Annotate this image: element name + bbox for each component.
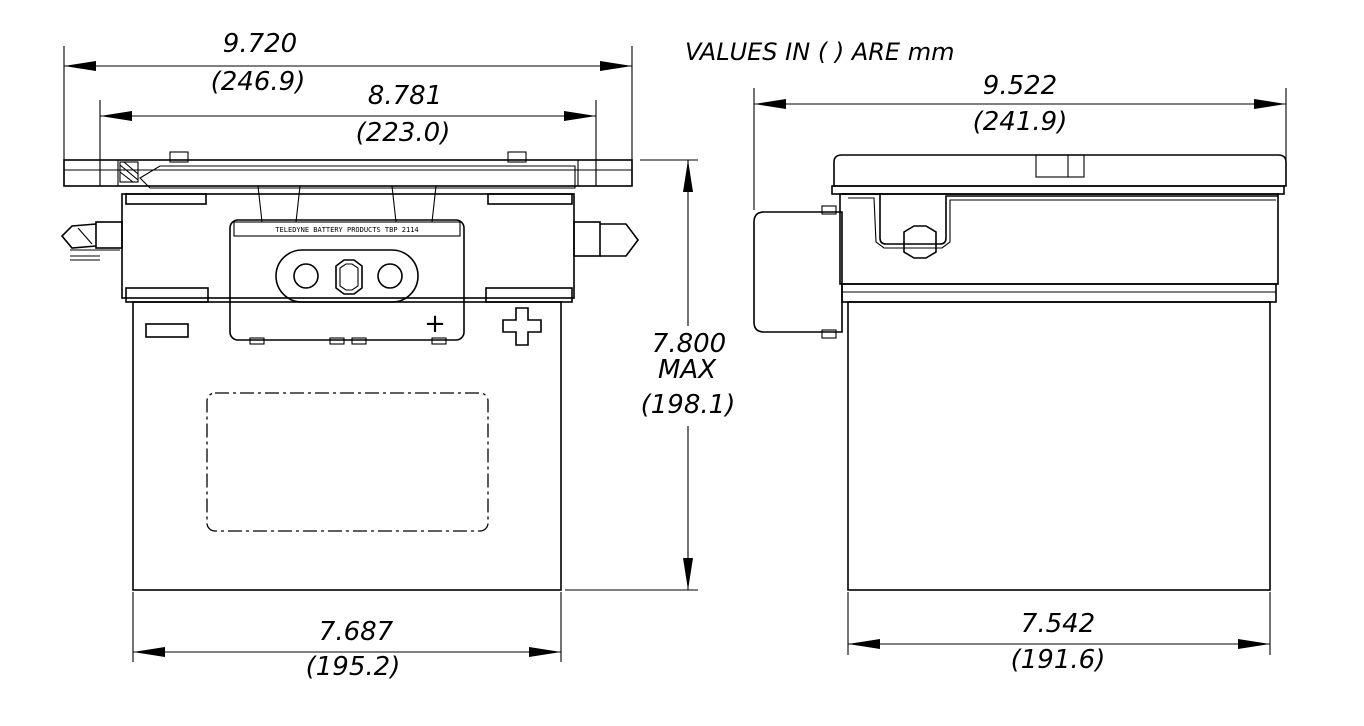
mounting-plate <box>63 151 633 189</box>
side-case-width-inches: 7.542 <box>1021 609 1095 639</box>
battery-case <box>132 301 562 591</box>
terminal-panel: TELEDYNE BATTERY PRODUCTS TBP 2114 + <box>229 219 465 345</box>
side-case-width-mm: (191.6) <box>1011 645 1106 675</box>
case-width-inches: 7.687 <box>319 617 394 647</box>
overall-width-dimension: 9.720 (246.9) <box>63 29 633 185</box>
panel-plus-mark: + <box>424 309 446 339</box>
right-connector <box>573 221 639 257</box>
side-battery-case <box>847 301 1271 591</box>
mount-width-dimension: 8.781 (223.0) <box>99 81 597 185</box>
lid-width-mm: (241.9) <box>973 107 1068 137</box>
height-inches: 7.800 <box>652 329 726 359</box>
side-connector-block <box>753 205 843 339</box>
front-view: 9.720 (246.9) 8.781 (223.0) <box>60 29 736 682</box>
overall-width-mm: (246.9) <box>211 67 306 97</box>
mount-width-mm: (223.0) <box>356 118 451 148</box>
height-qualifier: MAX <box>658 355 717 385</box>
label-area <box>206 392 489 532</box>
case-width-mm: (195.2) <box>306 652 401 682</box>
overall-width-inches: 9.720 <box>223 29 297 59</box>
case-plus-mark <box>502 307 542 346</box>
case-width-dimension: 7.687 (195.2) <box>132 592 562 682</box>
lid-width-inches: 9.522 <box>983 71 1057 101</box>
side-case-width-dimension: 7.542 (191.6) <box>847 592 1271 675</box>
height-dimension: 7.800 MAX (198.1) <box>565 159 736 591</box>
nameplate-text: TELEDYNE BATTERY PRODUCTS TBP 2114 <box>275 226 418 234</box>
lid-width-dimension: 9.522 (241.9) <box>753 71 1287 210</box>
upper-housing <box>121 185 575 303</box>
height-mm: (198.1) <box>641 390 736 420</box>
left-connector <box>60 221 123 261</box>
units-note: VALUES IN ( ) ARE mm <box>685 38 954 66</box>
negative-mark <box>145 323 189 338</box>
side-upper-housing <box>839 193 1279 303</box>
side-lid <box>831 154 1287 195</box>
side-view: 9.522 (241.9) <box>753 71 1287 675</box>
mount-width-inches: 8.781 <box>368 81 442 111</box>
